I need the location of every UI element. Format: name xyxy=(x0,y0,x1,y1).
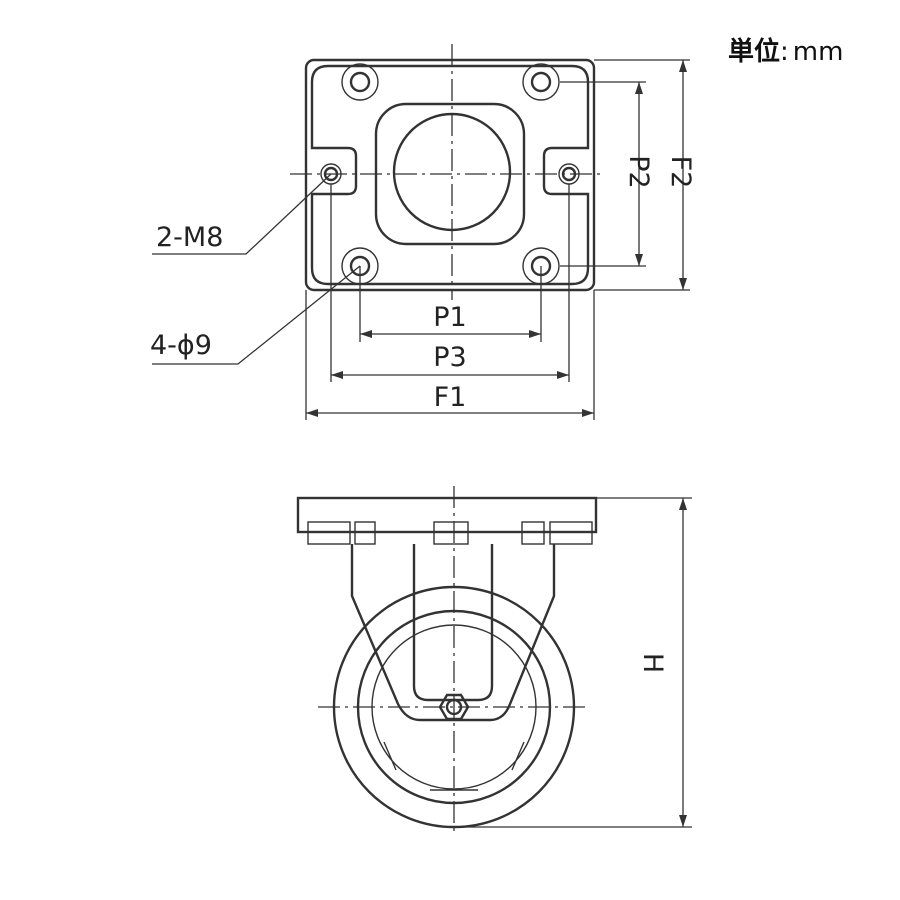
dim-label-h: H xyxy=(637,653,668,673)
callout-2-m8: 2-M8 xyxy=(156,222,223,253)
dim-label-p1: P1 xyxy=(433,302,466,333)
dim-label-f2: F2 xyxy=(665,156,696,189)
side-lug xyxy=(549,521,593,545)
dim-label-p2: P2 xyxy=(623,155,654,188)
mounting-hole xyxy=(522,63,560,101)
side-lug xyxy=(354,521,376,545)
unit-label: 単位:mm xyxy=(728,36,843,67)
fork-bracket xyxy=(350,544,556,722)
unit-value: mm xyxy=(793,37,844,67)
top-plate-outline xyxy=(304,58,596,292)
callout-4-phi9: 4-ϕ9 xyxy=(150,330,212,361)
leader-2-m8 xyxy=(152,173,332,255)
side-lug xyxy=(307,521,351,545)
side-top-plate xyxy=(296,496,598,534)
unit-separator: : xyxy=(780,37,789,67)
top-plate-inner-rim xyxy=(310,64,590,286)
leader-4-phi9 xyxy=(152,265,361,365)
mounting-hole xyxy=(341,63,379,101)
dim-label-f1: F1 xyxy=(434,382,467,413)
fork-inner xyxy=(412,544,494,702)
wheel-ribs xyxy=(383,741,525,791)
side-view: H xyxy=(296,486,692,836)
dim-label-p3: P3 xyxy=(433,342,466,373)
side-lug xyxy=(433,521,469,545)
unit-label-text: 単位 xyxy=(728,36,780,67)
top-view: P1 P3 F1 P2 F2 2-M8 4-ϕ9 xyxy=(150,44,696,420)
side-lug xyxy=(521,521,545,545)
